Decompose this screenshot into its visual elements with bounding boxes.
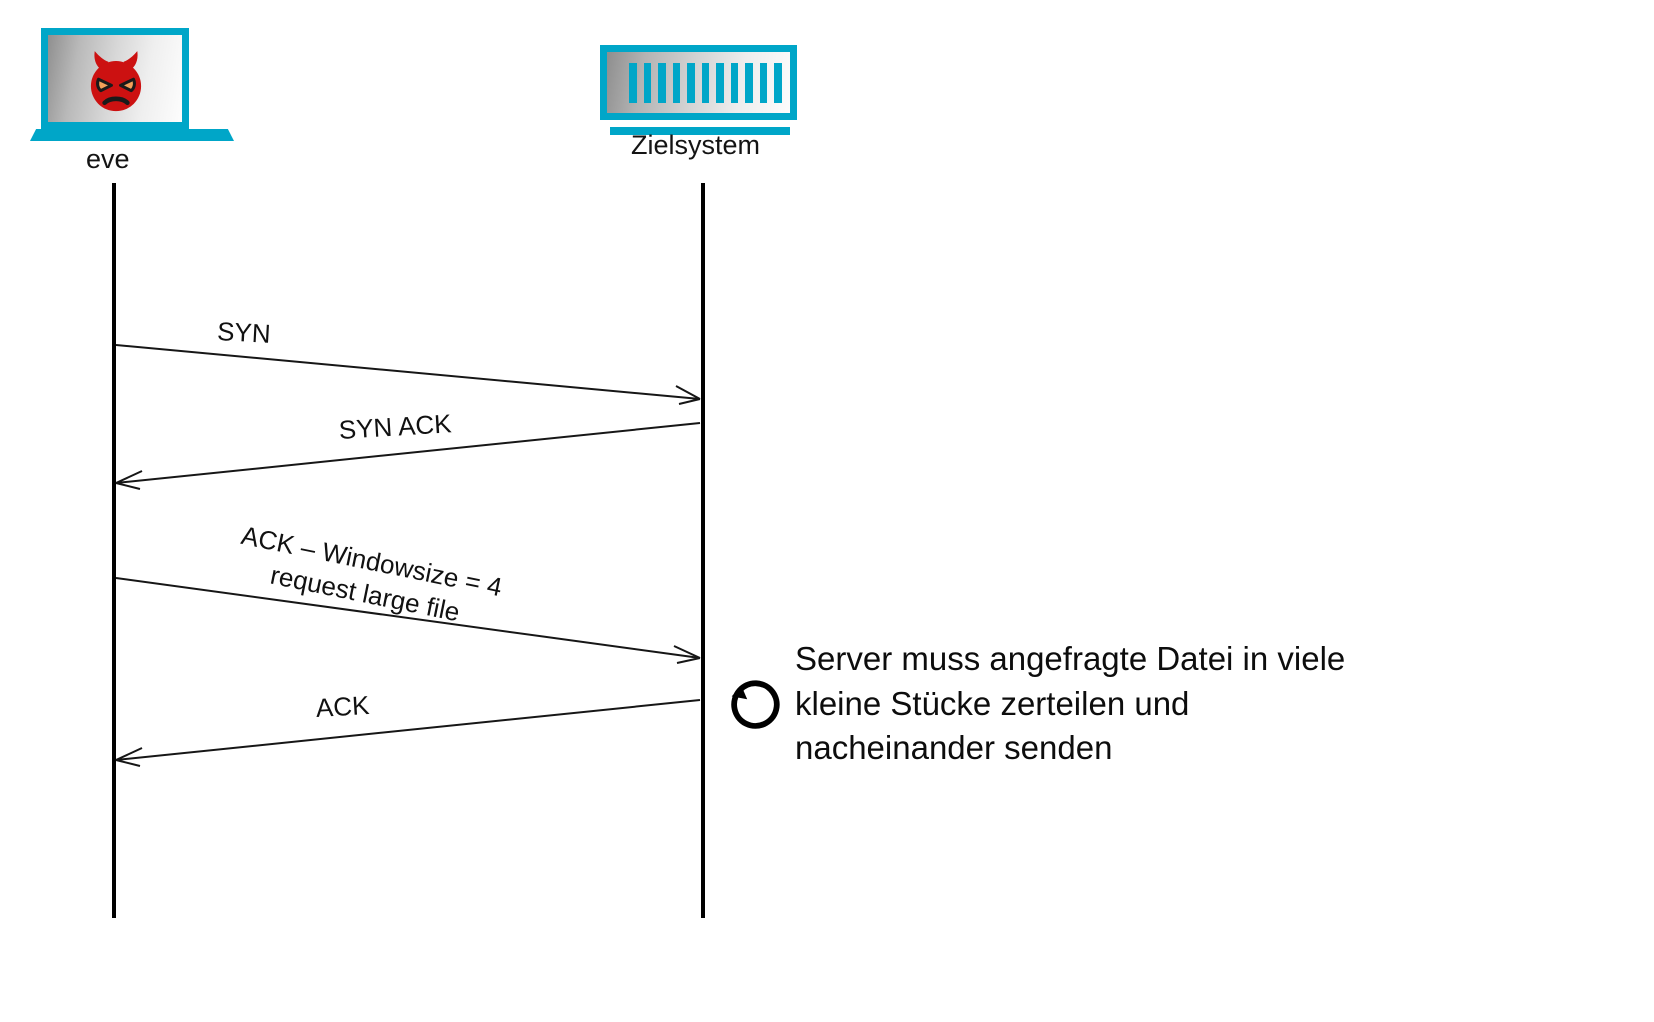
server-slot-bar <box>774 62 783 103</box>
server-slot-bar <box>716 62 724 103</box>
actor-label-eve: eve <box>86 144 130 174</box>
note-line-1: Server muss angefragte Datei in viele <box>795 640 1346 677</box>
loop-arrow-icon <box>731 680 780 729</box>
actor-label-zielsystem: Zielsystem <box>631 130 761 160</box>
lifeline-eve <box>112 183 116 918</box>
server-foot <box>610 127 790 135</box>
message-label-syn: SYN <box>216 316 272 349</box>
server-slot-bar <box>658 62 666 103</box>
server-slot-bar <box>701 62 710 103</box>
note-line-2: kleine Stücke zerteilen und <box>795 684 1190 722</box>
server-body <box>600 45 797 120</box>
lifeline-zielsystem <box>701 183 705 918</box>
server-rack-icon <box>600 45 810 140</box>
server-slot-bar <box>730 62 739 103</box>
devil-face-icon <box>90 51 142 112</box>
server-slot-bar <box>745 62 753 103</box>
message-label-ack: ACK <box>315 689 371 723</box>
laptop-devil-icon <box>30 28 234 148</box>
note-text: Server muss angefragte Datei in viele kl… <box>795 637 1525 771</box>
note-line-3: nacheinander senden <box>795 729 1113 767</box>
server-slot-bar <box>629 62 637 103</box>
message-label-synack: SYN ACK <box>338 408 453 445</box>
server-slot-bar <box>672 62 681 103</box>
laptop-base <box>30 129 234 141</box>
server-slot-bar <box>687 62 695 103</box>
message-arrow-syn <box>115 344 701 405</box>
server-slot-bar <box>759 62 768 103</box>
laptop-screen <box>41 28 189 129</box>
server-slot-bar <box>643 62 652 103</box>
message-label-ack-windowsize: ACK – Windowsize = 4 request large file <box>232 519 505 636</box>
message-arrow-ack <box>115 699 701 767</box>
